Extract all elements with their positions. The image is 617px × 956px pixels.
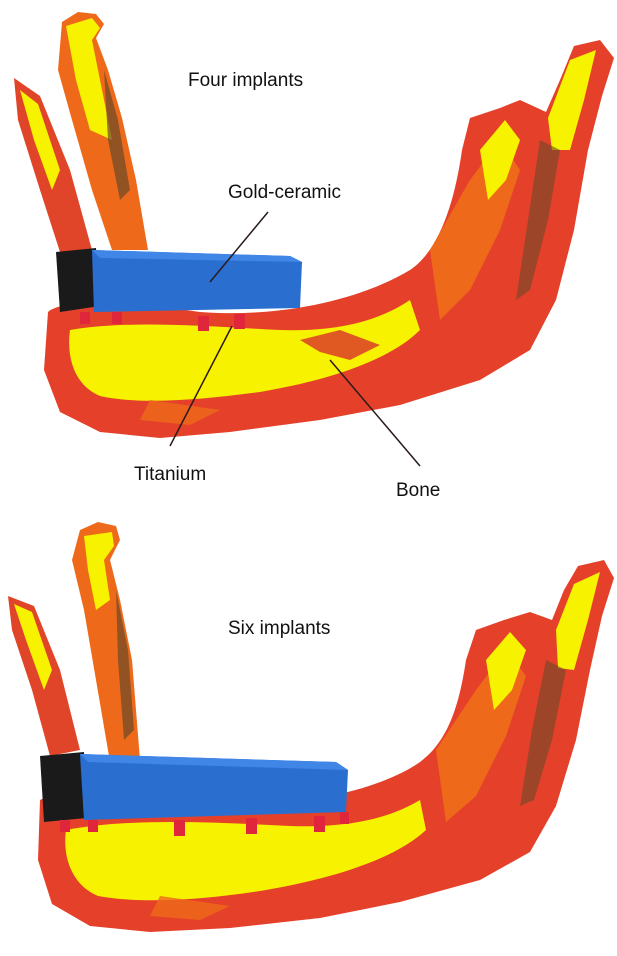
prosthesis-end-cap: [40, 752, 86, 822]
implant-3: [198, 316, 209, 331]
implant-4: [246, 818, 257, 834]
four-implants-panel: Four implants Gold-ceramic Titanium Bone: [0, 0, 617, 500]
mandible-model-six-implants: [0, 500, 617, 956]
implant-3: [174, 820, 185, 836]
label-bone: Bone: [396, 480, 440, 502]
implant-2: [112, 312, 122, 324]
label-gold-ceramic: Gold-ceramic: [228, 182, 341, 204]
implant-2: [88, 820, 98, 832]
implant-4: [234, 314, 245, 329]
panel-title: Six implants: [228, 618, 330, 640]
implant-1: [80, 312, 90, 324]
implant-1: [60, 820, 70, 832]
six-implants-panel: Six implants: [0, 500, 617, 956]
implant-6: [340, 812, 349, 824]
mandible-model-four-implants: [0, 0, 617, 500]
panel-title: Four implants: [188, 70, 303, 92]
label-titanium: Titanium: [134, 464, 206, 486]
implant-5: [314, 816, 325, 832]
